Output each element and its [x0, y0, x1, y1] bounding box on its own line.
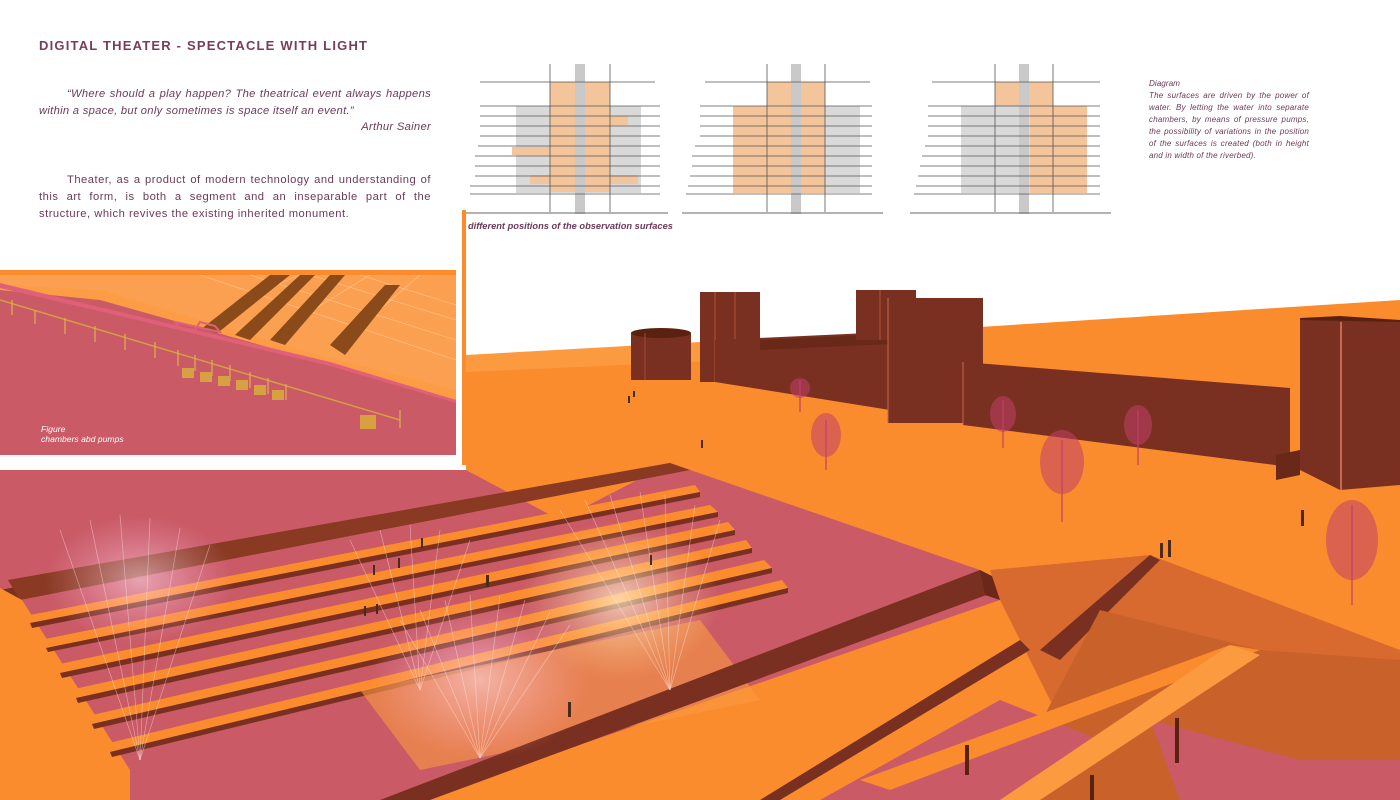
trees: [790, 378, 1378, 605]
section-diagram-1: [466, 64, 668, 214]
diagram-note-text: The surfaces are driven by the power of …: [1149, 91, 1309, 160]
quote-text: “Where should a play happen? The theatri…: [39, 88, 431, 117]
tree: [790, 378, 810, 412]
section-diagram-3: [910, 64, 1111, 214]
pump-posts: [11, 300, 401, 428]
figure-heading: Figure: [41, 424, 66, 434]
chambers: [182, 368, 376, 429]
tree: [811, 413, 841, 470]
diagram-note-heading: Diagram: [1149, 79, 1180, 88]
section-diagrams: [466, 64, 1111, 214]
text-panel-bg: [0, 0, 466, 275]
tree: [1124, 405, 1152, 465]
tree: [1040, 430, 1084, 522]
fortress-walls: [631, 290, 1400, 490]
performers: [364, 538, 652, 717]
figure-inset: [0, 210, 466, 465]
figure-caption: chambers abd pumps: [41, 434, 124, 444]
tree: [990, 396, 1016, 448]
light-beams: [45, 491, 721, 761]
tree: [1326, 500, 1378, 605]
body-paragraph: Theater, as a product of modern technolo…: [39, 174, 431, 220]
section-diagram-2: [682, 64, 883, 214]
diagrams-caption: different positions of the observation s…: [468, 221, 673, 231]
quote-author: Arthur Sainer: [361, 121, 431, 133]
page-title: DIGITAL THEATER - SPECTACLE WITH LIGHT: [39, 38, 369, 53]
people: [628, 391, 1304, 558]
